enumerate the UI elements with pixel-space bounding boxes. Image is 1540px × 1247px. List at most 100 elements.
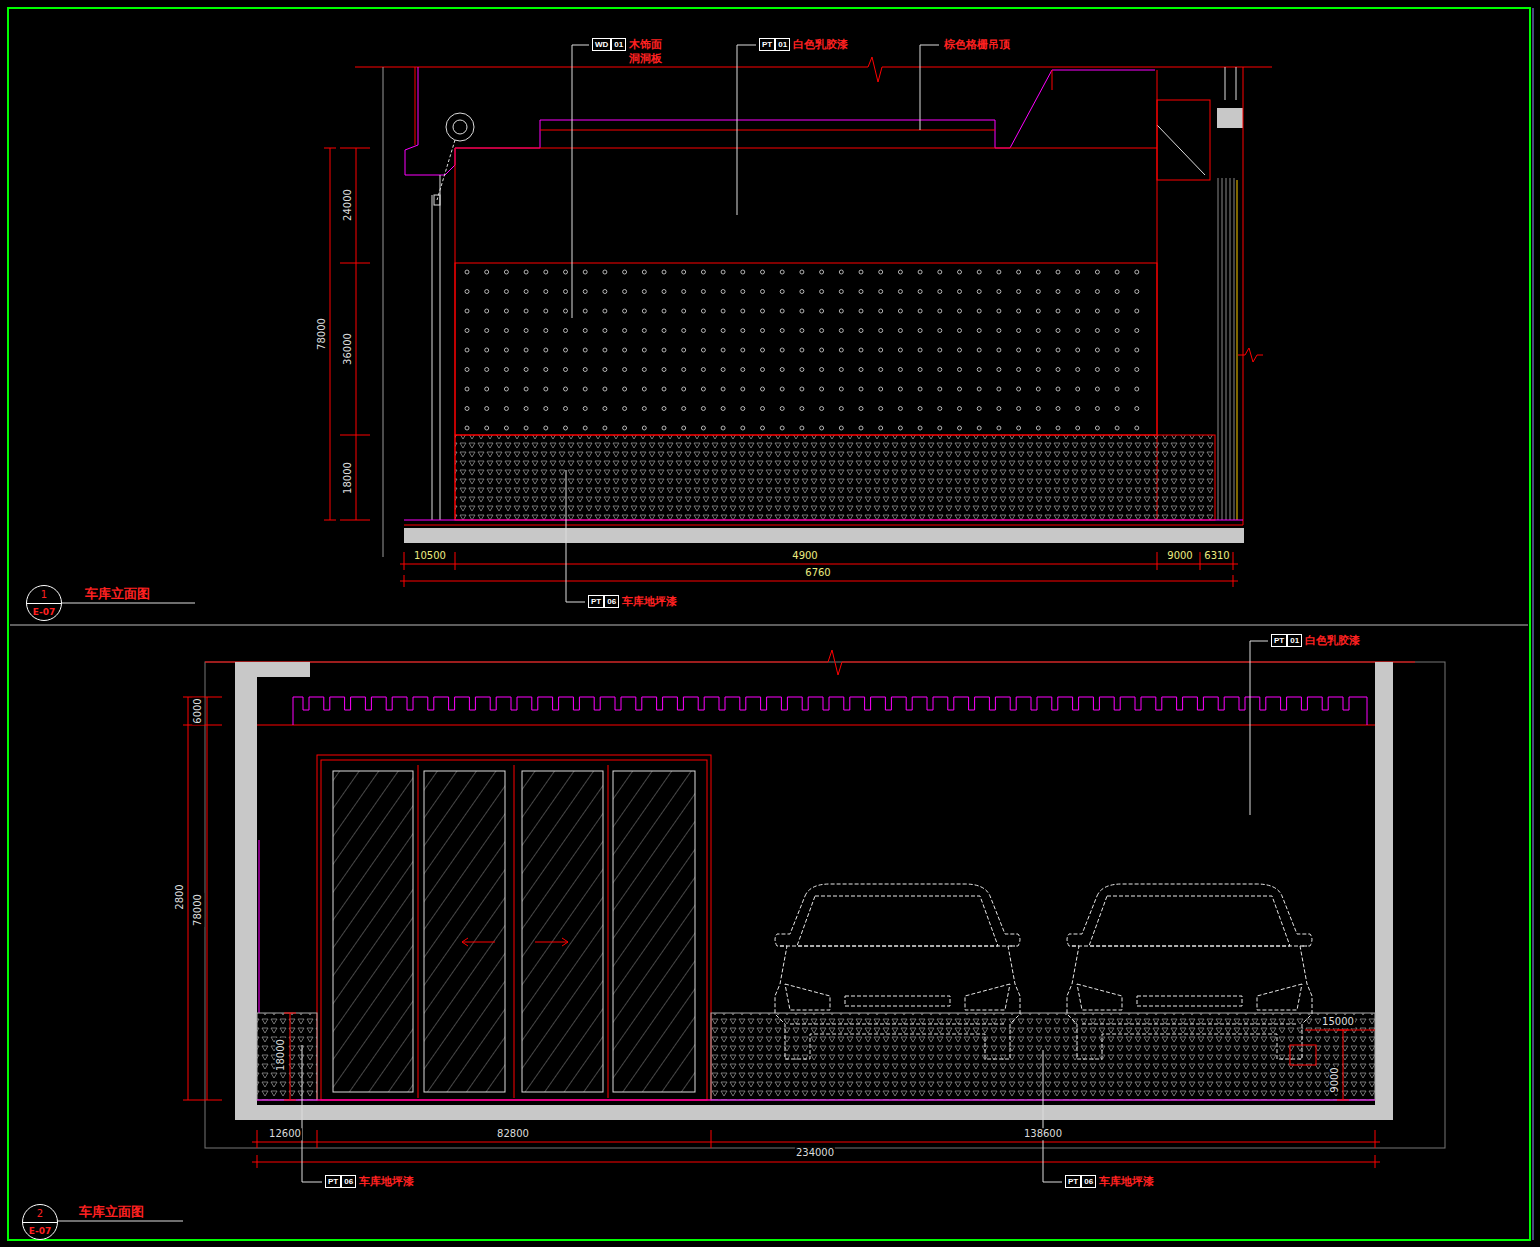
peg-hole — [879, 368, 883, 372]
peg-hole — [524, 348, 528, 352]
ceiling-line — [455, 148, 1157, 149]
peg-hole — [780, 426, 784, 430]
peg-hole — [820, 270, 824, 274]
peg-hole — [1095, 270, 1099, 274]
material-tag: PT01白色乳胶漆 — [759, 38, 848, 52]
peg-hole — [859, 309, 863, 313]
peg-hole — [564, 368, 568, 372]
peg-hole — [465, 309, 469, 313]
car-line — [1077, 984, 1122, 1010]
peg-hole — [564, 407, 568, 411]
peg-hole — [1135, 290, 1139, 294]
dimension-tick — [340, 263, 370, 264]
peg-hole — [1056, 329, 1060, 333]
peg-hole — [682, 270, 686, 274]
dimension-line — [188, 697, 189, 1100]
peg-hole — [958, 329, 962, 333]
peg-hole — [879, 348, 883, 352]
car-line — [1072, 946, 1307, 947]
ceiling-grille — [293, 697, 1367, 725]
peg-hole — [1076, 387, 1080, 391]
peg-hole — [800, 426, 804, 430]
wall-line — [415, 67, 416, 145]
peg-hole — [485, 368, 489, 372]
material-name: 车库地坪漆 — [1099, 1175, 1154, 1189]
peg-hole — [583, 290, 587, 294]
peg-hole — [642, 290, 646, 294]
car-line — [775, 884, 1020, 1059]
dimension-tick — [404, 552, 405, 570]
peg-hole — [564, 387, 568, 391]
peg-hole — [958, 270, 962, 274]
peg-hole — [564, 348, 568, 352]
peg-hole — [701, 309, 705, 313]
peg-hole — [977, 329, 981, 333]
peg-hole — [761, 329, 765, 333]
peg-hole — [800, 290, 804, 294]
view-marker: 2E-07车库立面图 — [22, 1204, 58, 1240]
peg-hole — [485, 329, 489, 333]
peg-hole — [1036, 407, 1040, 411]
peg-hole — [485, 407, 489, 411]
peg-hole — [504, 387, 508, 391]
peg-hole — [583, 368, 587, 372]
leader-line — [566, 470, 585, 602]
peg-hole — [780, 329, 784, 333]
peg-hole — [977, 290, 981, 294]
leader-line — [920, 45, 939, 130]
peg-hole — [682, 407, 686, 411]
peg-hole — [898, 387, 902, 391]
peg-hole — [1036, 329, 1040, 333]
car-line — [785, 984, 830, 1010]
peg-hole — [761, 387, 765, 391]
material-number: 06 — [604, 595, 619, 608]
dimension-tick — [1375, 1155, 1376, 1168]
peg-hole — [938, 387, 942, 391]
peg-hole — [544, 290, 548, 294]
peg-hole — [1076, 309, 1080, 313]
material-number: 06 — [1081, 1175, 1096, 1188]
peg-hole — [485, 290, 489, 294]
peg-hole — [1135, 309, 1139, 313]
peg-hole — [761, 407, 765, 411]
dimension-tick — [284, 1100, 296, 1101]
peg-hole — [820, 329, 824, 333]
peg-hole — [918, 348, 922, 352]
peg-hole — [564, 309, 568, 313]
dimension-line — [1343, 1030, 1344, 1100]
peg-hole — [1095, 368, 1099, 372]
dimension-text: 15000 — [1321, 1016, 1355, 1028]
peg-hole — [1135, 348, 1139, 352]
sheet-edge-line — [1533, 8, 1534, 1240]
material-name: 白色乳胶漆 — [793, 38, 848, 52]
peg-hole — [721, 348, 725, 352]
peg-hole — [1095, 348, 1099, 352]
peg-hole — [938, 426, 942, 430]
peg-hole — [958, 368, 962, 372]
peg-hole — [898, 329, 902, 333]
peg-hole — [839, 407, 843, 411]
peg-hole — [465, 348, 469, 352]
peg-hole — [741, 387, 745, 391]
grille-ceiling-line — [540, 130, 995, 131]
peg-hole — [780, 290, 784, 294]
dimension-tick — [1233, 575, 1234, 587]
peg-hole — [485, 270, 489, 274]
dimension-tick — [711, 1130, 712, 1148]
peg-hole — [879, 270, 883, 274]
peg-hole — [997, 368, 1001, 372]
slide-arrow — [535, 942, 568, 943]
roller-axle — [453, 120, 467, 134]
peg-hole — [879, 329, 883, 333]
peg-hole — [504, 309, 508, 313]
material-tag: PT06车库地坪漆 — [588, 595, 677, 609]
peg-hole — [524, 329, 528, 333]
peg-hole — [662, 387, 666, 391]
peg-hole — [682, 426, 686, 430]
peg-hole — [603, 368, 607, 372]
dimension-text: 6760 — [804, 567, 831, 579]
peg-hole — [898, 426, 902, 430]
leader-line — [1043, 1050, 1062, 1182]
dimension-line — [400, 581, 1238, 582]
